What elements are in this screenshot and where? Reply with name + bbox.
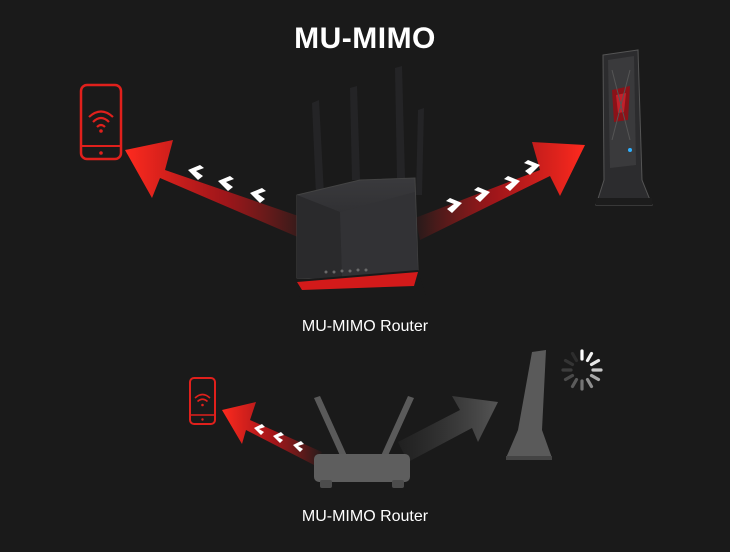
gaming-pc-tower-icon xyxy=(595,49,653,206)
smartphone-wifi-icon-bottom xyxy=(189,377,216,425)
arrow-chevrons-icon-bottom xyxy=(254,424,304,452)
bottom-left-signal-arrow xyxy=(222,402,322,466)
smartphone-wifi-icon xyxy=(79,83,123,161)
bottom-right-inactive-arrow xyxy=(398,396,498,462)
top-left-signal-arrow xyxy=(125,140,310,238)
arrow-chevrons-icon-right xyxy=(446,160,540,213)
top-router-caption: MU-MIMO Router xyxy=(301,318,429,335)
top-left-arrow-shape xyxy=(125,140,310,238)
diagram-title: MU-MIMO xyxy=(294,22,436,55)
top-right-arrow-shape xyxy=(415,142,585,240)
bottom-left-arrow-shape xyxy=(222,402,322,466)
top-router-icon xyxy=(296,66,426,300)
bottom-router-icon xyxy=(314,396,414,488)
inactive-pc-tower-icon xyxy=(506,350,552,460)
bottom-router-caption: MU-MIMO Router xyxy=(301,508,429,525)
arrow-chevrons-icon xyxy=(188,165,266,203)
loading-spinner-icon xyxy=(561,349,603,391)
top-right-signal-arrow xyxy=(415,142,585,240)
